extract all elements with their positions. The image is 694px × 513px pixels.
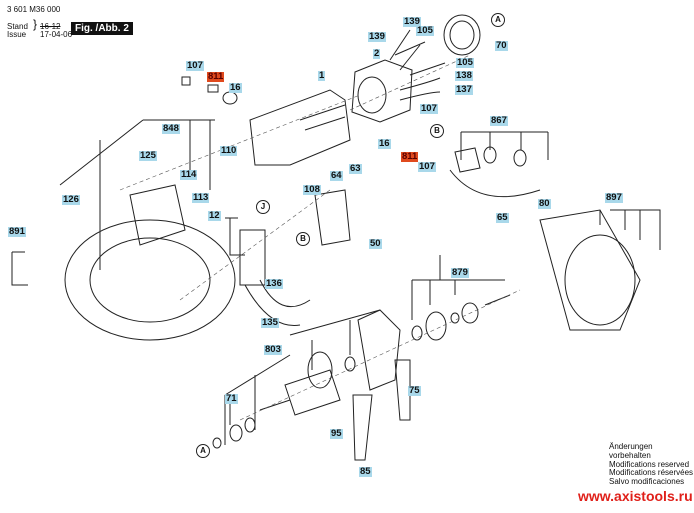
issue-label: Issue [7, 30, 27, 39]
part-label-139[interactable]: 139 [403, 16, 421, 27]
website-watermark[interactable]: www.axistools.ru [578, 488, 693, 504]
part-label-867[interactable]: 867 [490, 115, 508, 126]
note-line: Modifications reserved [609, 459, 690, 469]
part-label-879[interactable]: 879 [451, 267, 469, 278]
riving-knife-part [352, 394, 373, 461]
armature-part [259, 351, 341, 416]
part-label-71[interactable]: 71 [225, 393, 238, 404]
part-label-811-highlighted[interactable]: 811 [401, 151, 419, 162]
brush-cap-part [181, 76, 191, 86]
switch-cover-part [314, 189, 351, 246]
electronics-part [239, 229, 266, 286]
part-label-105[interactable]: 105 [416, 25, 434, 36]
part-label-803[interactable]: 803 [264, 344, 282, 355]
part-label-80[interactable]: 80 [538, 198, 551, 209]
part-label-135[interactable]: 135 [261, 317, 279, 328]
part-label-138[interactable]: 138 [455, 70, 473, 81]
reference-marker-a: A [491, 13, 505, 27]
part-label-811-highlighted[interactable]: 811 [207, 71, 225, 82]
part-label-64[interactable]: 64 [330, 170, 343, 181]
modification-notes: Änderungen vorbehalten Modifications res… [609, 442, 694, 487]
part-label-107[interactable]: 107 [420, 103, 438, 114]
motor-housing-part [249, 89, 351, 166]
part-label-137[interactable]: 137 [455, 84, 473, 95]
part-label-50[interactable]: 50 [369, 238, 382, 249]
stand-value: 16-12 [40, 22, 61, 31]
part-label-65[interactable]: 65 [496, 212, 509, 223]
brace: } [33, 17, 38, 31]
part-label-2[interactable]: 2 [373, 48, 381, 59]
part-label-70[interactable]: 70 [495, 40, 508, 51]
part-label-136[interactable]: 136 [265, 278, 283, 289]
stator-part [351, 59, 413, 123]
part-label-107[interactable]: 107 [418, 161, 436, 172]
part-label-107[interactable]: 107 [186, 60, 204, 71]
part-label-897[interactable]: 897 [605, 192, 623, 203]
note-line: Salvo modificaciones [609, 477, 685, 487]
part-number: 3 601 M36 000 [7, 5, 61, 14]
part-label-1[interactable]: 1 [318, 70, 326, 81]
reference-marker-b: B [430, 124, 444, 138]
note-line: Änderungen vorbehalten [609, 442, 653, 460]
part-label-105[interactable]: 105 [456, 57, 474, 68]
issue-value: 17-04-06 [40, 30, 73, 39]
part-label-891[interactable]: 891 [8, 226, 26, 237]
end-shield-part [443, 14, 481, 56]
figure-title: Fig. /Abb. 2 [71, 22, 133, 35]
part-label-12[interactable]: 12 [208, 210, 221, 221]
reference-marker-b: B [296, 232, 310, 246]
part-label-110[interactable]: 110 [220, 145, 238, 156]
part-label-75[interactable]: 75 [408, 385, 421, 396]
part-label-114[interactable]: 114 [180, 169, 198, 180]
gear-housing-part [357, 309, 401, 391]
part-label-16[interactable]: 16 [229, 82, 242, 93]
part-label-95[interactable]: 95 [330, 428, 343, 439]
reference-marker-a: A [196, 444, 210, 458]
blade-guard-right-part [539, 209, 641, 331]
part-label-113[interactable]: 113 [192, 192, 210, 203]
part-label-108[interactable]: 108 [303, 184, 321, 195]
part-label-139[interactable]: 139 [368, 31, 386, 42]
part-label-85[interactable]: 85 [359, 466, 372, 477]
blade-guard-left-part [64, 184, 236, 341]
part-label-16[interactable]: 16 [378, 138, 391, 149]
reference-marker-j: J [256, 200, 270, 214]
note-line: Modifications réservées [609, 468, 694, 478]
stand-label: Stand [7, 22, 28, 31]
part-label-126[interactable]: 126 [62, 194, 80, 205]
part-label-63[interactable]: 63 [349, 163, 362, 174]
part-label-125[interactable]: 125 [139, 150, 157, 161]
part-label-848[interactable]: 848 [162, 123, 180, 134]
